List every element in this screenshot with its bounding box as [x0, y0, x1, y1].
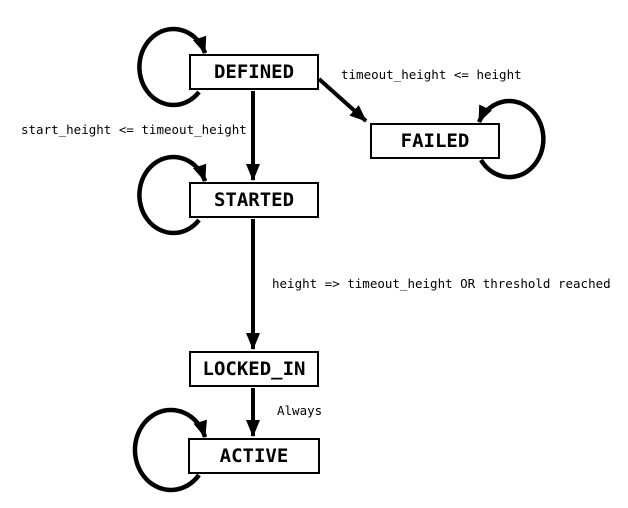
transition-label-locked-in-to-active: Always — [277, 403, 323, 418]
transition-label-defined-to-started: start_height <= timeout_height — [21, 122, 247, 137]
state-locked-in-label: LOCKED_IN — [202, 358, 306, 380]
state-started: STARTED — [189, 182, 319, 218]
transition-label-defined-to-failed: timeout_height <= height — [341, 67, 522, 82]
self-loop-started — [137, 154, 208, 236]
state-active: ACTIVE — [188, 438, 320, 474]
state-active-label: ACTIVE — [219, 445, 289, 467]
state-defined: DEFINED — [189, 54, 319, 90]
self-loop-failed — [476, 98, 546, 180]
edge-defined-to-failed — [317, 77, 368, 123]
state-defined-label: DEFINED — [213, 61, 295, 83]
self-loop-defined — [137, 26, 208, 108]
state-failed-label: FAILED — [400, 130, 470, 152]
state-locked-in: LOCKED_IN — [189, 351, 319, 387]
state-started-label: STARTED — [213, 189, 295, 211]
state-failed: FAILED — [370, 123, 500, 159]
self-loop-active — [132, 407, 208, 493]
transition-label-started-to-locked-in: height => timeout_height OR threshold re… — [272, 276, 611, 291]
